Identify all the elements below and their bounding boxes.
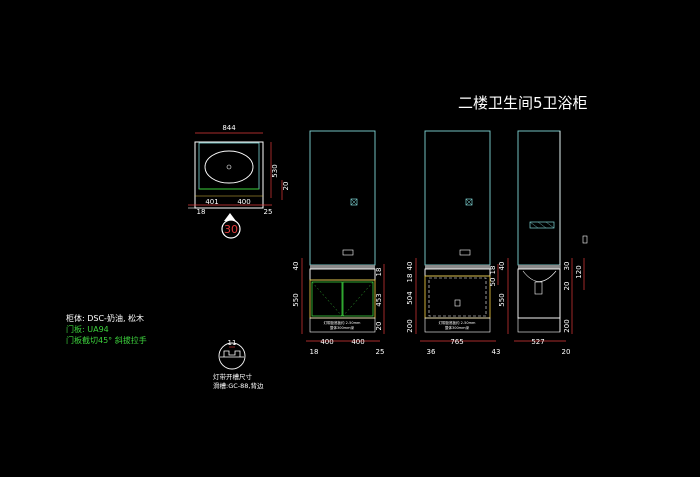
front-label-2: 整体300mm深: [330, 325, 354, 330]
front-plinth: [309, 317, 376, 333]
section-left-dim-3: 200: [406, 319, 414, 332]
section-socket: [459, 249, 471, 256]
handle-x2: [350, 198, 358, 206]
section-bottom-dim-1: 765: [450, 338, 463, 346]
side-right-dim-2: 120: [575, 265, 583, 278]
section-trap: [454, 299, 461, 307]
side-h-x2: [537, 221, 547, 229]
light-slot-detail: 11 灯带开槽尺寸 滑槽:GC-88,背边: [213, 339, 264, 390]
material-notes: 柜体: DSC-奶油, 松木 门板: UA94 门板截切45° 斜拔拉手: [66, 313, 147, 345]
section-inner-box: [428, 277, 487, 317]
side-left-dim-0: 40: [498, 262, 506, 271]
section-wall-line: [425, 265, 490, 269]
section-label-1: 灯带距底板约 2-50mm: [439, 320, 476, 325]
detail-caption-1: 灯带开槽尺寸: [213, 372, 253, 381]
side-right-dim-1: 20: [563, 282, 571, 291]
side-plinth: [517, 317, 561, 333]
view-marker-arrow: [224, 213, 236, 221]
s-handle-x2: [465, 198, 473, 206]
note-door-panel: 门板: UA94: [66, 324, 109, 334]
front-door-right: [342, 281, 374, 317]
front-left-dim-1: 550: [292, 293, 300, 306]
front-door-left: [311, 281, 343, 317]
section-right-dim-0: 18: [489, 266, 497, 275]
section-cabinet-handle: [465, 198, 473, 206]
plan-bottom-dim-3: 25: [264, 208, 273, 216]
drawing-title: 二楼卫生间5卫浴柜: [458, 94, 588, 112]
plan-outline: [194, 141, 264, 209]
detail-circle: [218, 342, 246, 370]
side-bottom-dim-0: 527: [531, 338, 544, 346]
detail-profile: [223, 350, 241, 357]
plan-bottom-dim-2: 400: [237, 198, 250, 206]
side-bottom-dim-1: 20: [562, 348, 571, 356]
front-countertop: [309, 268, 376, 281]
door-swing-1: [311, 281, 343, 317]
note-handle: 门板截切45° 斜拔拉手: [66, 335, 147, 345]
view-marker-label: 30: [224, 223, 238, 236]
section-countertop: [424, 268, 491, 277]
front-tall-cabinet: [309, 130, 376, 266]
front-left-dim-0: 40: [292, 262, 300, 271]
section-view: 灯带距底板约 2-50mm 整体300mm深 40 18 504 200 18 …: [406, 130, 501, 356]
side-h-x1: [529, 221, 539, 229]
side-handles: [529, 221, 555, 229]
detail-caption-2: 滑槽:GC-88,背边: [213, 381, 264, 390]
door-swing-2: [342, 281, 374, 317]
section-left-dim-1: 18: [406, 274, 414, 283]
front-bottom-dim-1: 400: [320, 338, 333, 346]
section-bottom-dim-0: 36: [427, 348, 436, 356]
section-plinth: [424, 317, 491, 333]
side-wall-strip: [518, 265, 560, 269]
front-elevation: 灯带距底板约 2-50mm 整体300mm深 40 550 18 453 20 …: [292, 130, 385, 356]
section-label-2: 整体300mm深: [445, 325, 469, 330]
side-left-dim-1: 550: [498, 293, 506, 306]
plan-bottom-dim-1: 401: [205, 198, 218, 206]
side-right-dim-3: 200: [563, 319, 571, 332]
front-right-dim-2: 20: [375, 322, 383, 331]
side-trap: [534, 281, 543, 295]
section-left-dim-2: 504: [406, 291, 414, 305]
note-cabinet-body: 柜体: DSC-奶油, 松木: [66, 313, 144, 323]
side-vanity-body: [517, 268, 561, 319]
front-label-1: 灯带距底板约 2-50mm: [324, 320, 361, 325]
plan-depth2-label: 20: [282, 182, 290, 191]
side-right-dim-0: 30: [563, 262, 571, 271]
side-elevation: 40 550 30 20 120 200 527 20: [498, 130, 588, 356]
side-h-x3: [545, 221, 555, 229]
front-cabinet-handle: [350, 198, 358, 206]
section-vanity-body: [424, 275, 491, 319]
front-bottom-dim-2: 400: [351, 338, 364, 346]
side-socket: [582, 235, 588, 244]
view-marker-circle: [221, 219, 241, 239]
side-basin-curve: [522, 270, 557, 282]
detail-dim-label: 11: [228, 339, 237, 347]
front-wall-line: [310, 265, 375, 269]
section-tall-cabinet: [424, 130, 491, 266]
front-socket: [342, 249, 354, 256]
front-right-dim-1: 453: [375, 293, 383, 306]
section-left-dim-0: 40: [406, 262, 414, 271]
drain-circle: [226, 164, 232, 170]
plan-counter: [198, 142, 260, 190]
front-bottom-dim-0: 18: [310, 348, 319, 356]
front-bottom-dim-3: 25: [376, 348, 385, 356]
plan-bottom-dim-0: 18: [197, 208, 206, 216]
section-right-dim-1: 50: [489, 278, 497, 287]
section-bottom-dim-2: 43: [492, 348, 501, 356]
front-vanity-body: [309, 279, 376, 319]
plan-width-label: 844: [222, 124, 236, 132]
plan-depth-label: 530: [271, 164, 279, 177]
basin-ellipse: [204, 150, 254, 184]
front-right-dim-0: 18: [375, 268, 383, 277]
side-tall-cabinet: [517, 130, 561, 266]
plan-view: 844 530 20 18 401 400 25 30: [188, 124, 290, 239]
